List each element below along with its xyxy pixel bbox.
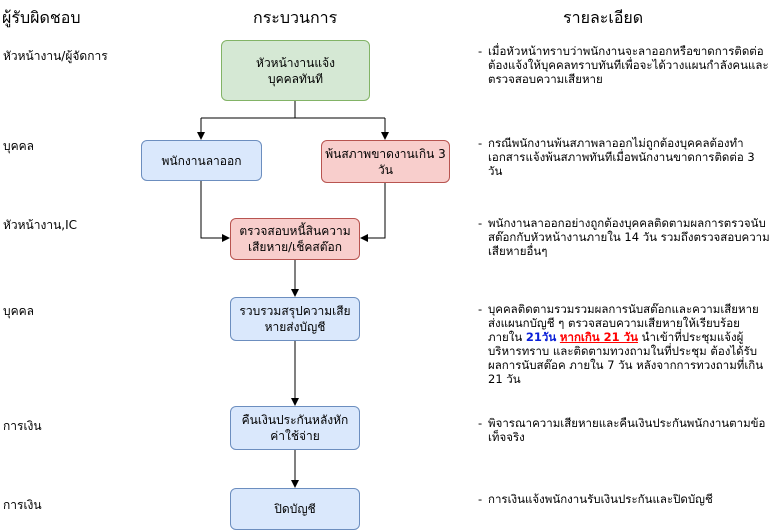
connector-resign-to-check	[200, 181, 230, 242]
role-supervisor-manager: หัวหน้างาน/ผู้จัดการ	[3, 49, 108, 63]
detail-2: - กรณีพนักงานพ้นสภาพลาออกไม่ถูกต้องบุคคล…	[478, 136, 770, 178]
role-supervisor-ic: หัวหน้างาน,IC	[3, 218, 78, 232]
node-summarize-damage: รวบรวมสรุปความเสียหายส่งบัญชี	[230, 297, 360, 341]
node-absent-over-3-days: พ้นสภาพขาดงานเกิน 3 วัน	[321, 140, 450, 183]
role-hr-1: บุคคล	[3, 139, 35, 153]
role-hr-2: บุคคล	[3, 304, 35, 318]
bullet-dash: -	[478, 44, 483, 58]
detail-3: - พนักงานลาออกอย่างถูกต้องบุคคลติดตามผลก…	[478, 216, 770, 258]
bullet-dash: -	[478, 302, 483, 316]
detail-5: - พิจารณาความเสียหายและคืนเงินประกันพนัก…	[478, 416, 770, 444]
bullet-dash: -	[478, 136, 483, 150]
header-details: รายละเอียด	[563, 8, 644, 27]
detail-1: - เมื่อหัวหน้าทราบว่าพนักงานจะลาออกหรือข…	[478, 44, 770, 86]
header-process: กระบวนการ	[253, 8, 338, 27]
connector-absent-to-check	[360, 183, 386, 242]
detail-6-text: การเงินแจ้งพนักงานรับเงินประกันและปิดบัญ…	[488, 492, 713, 506]
bullet-dash: -	[478, 416, 483, 430]
detail-4-part2: นำเข้าที่ประชุมแจ้งผู้บริหารทราบ และติดต…	[488, 330, 764, 386]
detail-6: - การเงินแจ้งพนักงานรับเงินประกันและปิดบ…	[478, 492, 770, 506]
node-refund-deposit: คืนเงินประกันหลังหักค่าใช้จ่าย	[230, 406, 360, 450]
detail-2-text: กรณีพนักงานพ้นสภาพลาออกไม่ถูกต้องบุคคลต้…	[488, 136, 755, 178]
bullet-dash: -	[478, 492, 483, 506]
header-owner: ผู้รับผิดชอบ	[2, 8, 81, 27]
detail-3-text: พนักงานลาออกอย่างถูกต้องบุคคลติดตามผลการ…	[488, 216, 770, 258]
detail-5-text: พิจารณาความเสียหายและคืนเงินประกันพนักงา…	[488, 416, 766, 444]
detail-1-text: เมื่อหัวหน้าทราบว่าพนักงานจะลาออกหรือขาด…	[488, 44, 769, 86]
node-check-liabilities: ตรวจสอบหนี้สินความเสียหาย/เช็คสต๊อก	[230, 218, 360, 260]
role-finance-2: การเงิน	[3, 498, 42, 512]
detail-4-text: บุคคลติดตามรวมรวมผลการนับสต๊อกและความเสี…	[488, 302, 770, 386]
detail-4-part1: บุคคลติดตามรวมรวมผลการนับสต๊อกและความเสี…	[488, 302, 759, 344]
overdue-21-days: หากเกิน 21 วัน	[559, 330, 638, 344]
deadline-21-days: 21วัน	[525, 330, 557, 344]
node-employee-resign: พนักงานลาออก	[141, 140, 262, 181]
bullet-dash: -	[478, 216, 483, 230]
node-close-account: ปิดบัญชี	[230, 488, 360, 530]
node-supervisor-notify: หัวหน้างานแจ้งบุคคลทันที	[221, 40, 370, 101]
role-finance-1: การเงิน	[3, 419, 42, 433]
detail-4: - บุคคลติดตามรวมรวมผลการนับสต๊อกและความเ…	[478, 302, 770, 386]
